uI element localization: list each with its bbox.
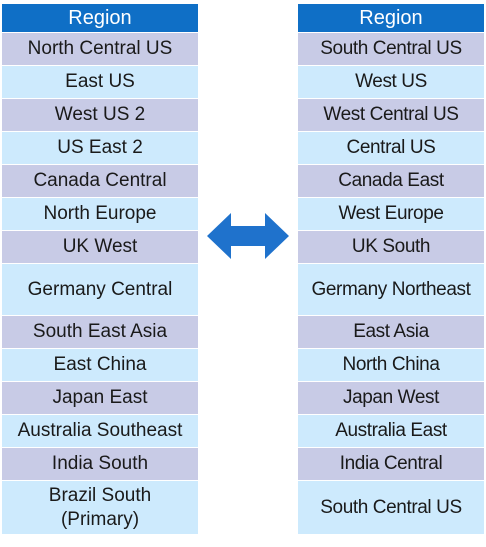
right-region-cell: North China (297, 348, 485, 382)
left-region-cell: Germany Central (1, 263, 199, 316)
left-region-cell: East US (1, 65, 199, 99)
left-region-cell: Canada Central (1, 164, 199, 198)
left-region-cell: Australia Southeast (1, 414, 199, 448)
right-region-cell: Japan West (297, 381, 485, 415)
left-region-table: Region North Central US East US West US … (1, 3, 199, 535)
left-table-header: Region (1, 3, 199, 33)
left-region-cell: East China (1, 348, 199, 382)
right-region-cell: India Central (297, 447, 485, 481)
right-region-table: Region South Central US West US West Cen… (297, 3, 485, 535)
right-region-cell: Australia East (297, 414, 485, 448)
left-region-cell: Japan East (1, 381, 199, 415)
left-region-cell: North Europe (1, 197, 199, 231)
left-region-cell: Brazil South (Primary) (1, 480, 199, 535)
left-region-cell: US East 2 (1, 131, 199, 165)
right-region-cell: Canada East (297, 164, 485, 198)
right-region-cell: East Asia (297, 315, 485, 349)
right-region-cell: Germany Northeast (297, 263, 485, 316)
right-region-cell: South Central US (297, 480, 485, 535)
right-region-cell: Central US (297, 131, 485, 165)
left-region-cell: India South (1, 447, 199, 481)
right-region-cell: South Central US (297, 32, 485, 66)
right-region-cell: West Central US (297, 98, 485, 132)
left-region-cell: West US 2 (1, 98, 199, 132)
right-region-cell: West Europe (297, 197, 485, 231)
left-region-cell: South East Asia (1, 315, 199, 349)
left-region-cell: UK West (1, 230, 199, 264)
right-region-cell: West US (297, 65, 485, 99)
right-table-header: Region (297, 3, 485, 33)
double-headed-arrow-icon (207, 213, 289, 259)
left-region-cell: North Central US (1, 32, 199, 66)
right-region-cell: UK South (297, 230, 485, 264)
